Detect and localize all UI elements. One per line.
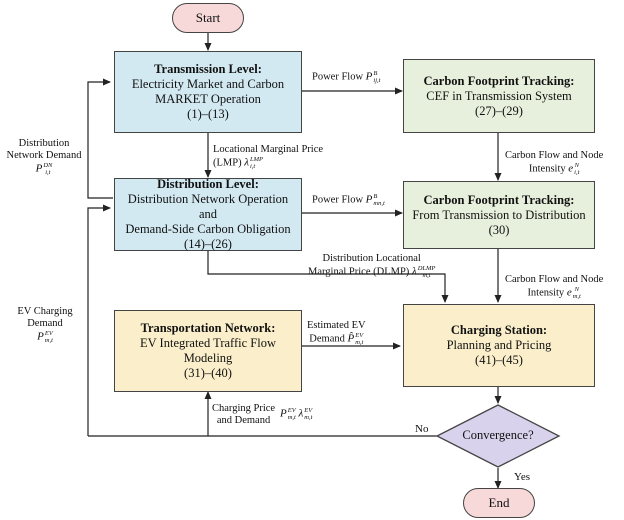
distribution-equations: (14)–(26) [184, 237, 232, 251]
convergence-diamond [435, 404, 561, 468]
yes-label: Yes [514, 471, 531, 483]
cft-distribution-line-1: From Transmission to Distribution [412, 207, 586, 222]
no-label: No [415, 423, 429, 435]
transmission-equations: (1)–(13) [187, 107, 229, 121]
arrow-dlmp [207, 251, 449, 303]
arrow-dn-demand [87, 78, 113, 199]
end-label: End [488, 495, 510, 510]
cft-distribution-box: Carbon Footprint Tracking: From Transmis… [403, 181, 595, 249]
charging-price-label: Charging Price and Demand [212, 403, 276, 426]
cft-transmission-box: Carbon Footprint Tracking: CEF in Transm… [403, 59, 595, 133]
start-label: Start [195, 10, 221, 25]
transportation-line-2: Modeling [183, 351, 233, 365]
transmission-level-box: Transmission Level: Electricity Market a… [114, 51, 302, 133]
cft-transmission-line-1: CEF in Transmission System [426, 88, 572, 103]
dlmp-label: Distribution Locational Marginal Price (… [308, 253, 436, 279]
start-node: Start [172, 3, 244, 33]
distribution-line-2: Demand-Side Carbon Obligation [125, 222, 291, 236]
convergence-label: Convergence? [462, 428, 534, 442]
distribution-level-box: Distribution Level: Distribution Network… [114, 177, 302, 251]
transmission-line-1: Electricity Market and Carbon [131, 77, 285, 91]
cft-distribution-title: Carbon Footprint Tracking: [423, 192, 575, 207]
transportation-title: Transportation Network: [140, 321, 276, 335]
charging-line-1: Planning and Pricing [446, 338, 552, 352]
transmission-title: Transmission Level: [154, 62, 262, 76]
transportation-line-1: EV Integrated Traffic Flow [140, 336, 276, 350]
end-node: End [463, 488, 535, 518]
charging-station-box: Charging Station: Planning and Pricing (… [403, 304, 595, 387]
cft-transmission-equations: (27)–(29) [475, 103, 523, 118]
cft-transmission-title: Carbon Footprint Tracking: [423, 73, 575, 88]
cft-distribution-equations: (30) [488, 222, 510, 237]
transmission-line-2: MARKET Operation [155, 92, 261, 106]
charging-equations: (41)–(45) [475, 353, 523, 367]
arrow-ev-demand [87, 204, 111, 436]
transportation-equations: (31)–(40) [184, 366, 232, 380]
distribution-title: Distribution Level: [157, 177, 259, 191]
transportation-network-box: Transportation Network: EV Integrated Tr… [114, 310, 302, 392]
distribution-line-1: Distribution Network Operation and [127, 192, 289, 221]
charging-title: Charging Station: [450, 323, 548, 337]
